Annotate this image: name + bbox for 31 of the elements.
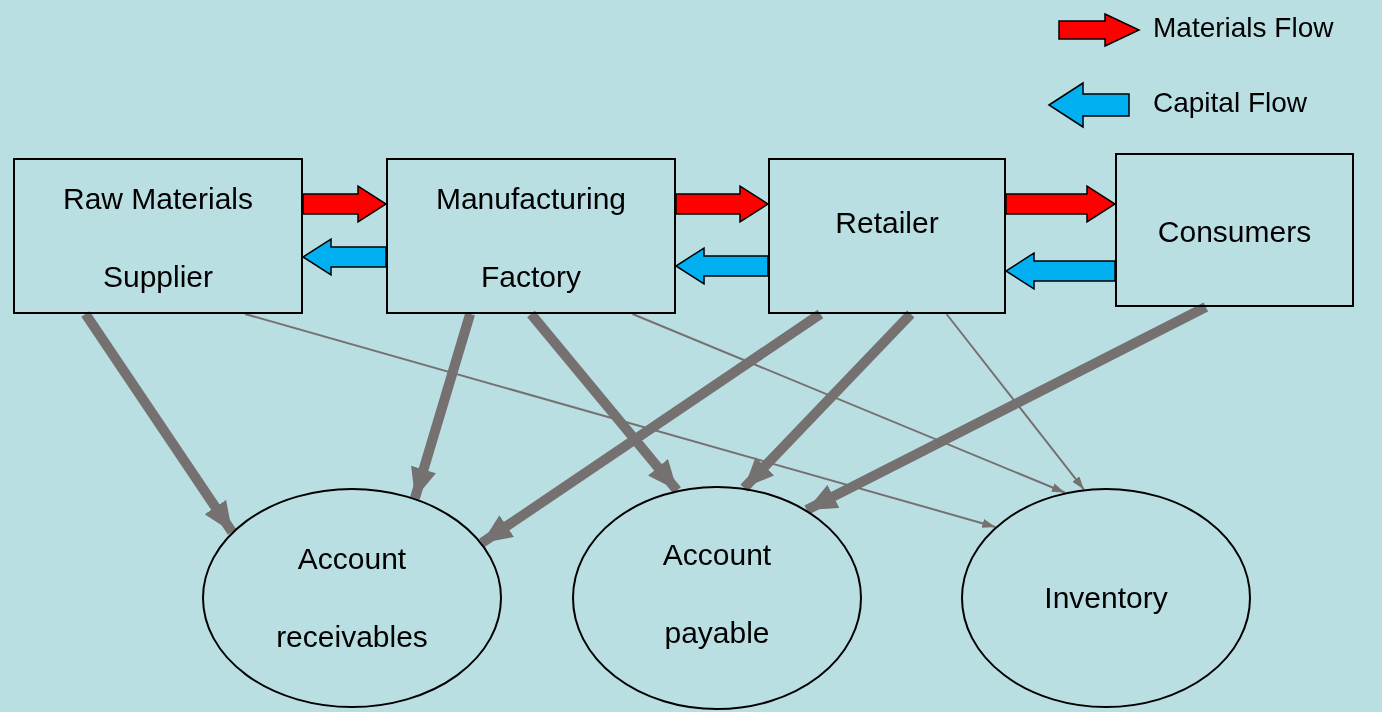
block-arrow (1005, 184, 1117, 224)
arrow (631, 313, 1066, 494)
arrow (945, 313, 1085, 491)
process-box (386, 158, 676, 314)
node-label: Inventory (1043, 580, 1169, 616)
arrow (740, 310, 915, 492)
arrow (410, 312, 475, 500)
block-arrow (675, 184, 770, 224)
node-label: Consumers (1156, 214, 1313, 250)
arrow (804, 302, 1209, 515)
block-arrow (674, 246, 769, 286)
block-arrow (302, 184, 388, 224)
arrow (244, 313, 997, 528)
ellipse-node (961, 488, 1251, 708)
ellipse-node (572, 486, 862, 710)
node-label: Account payable (661, 537, 773, 651)
block-arrow (1004, 251, 1116, 291)
process-box (1115, 153, 1354, 307)
legend-label: Materials Flow (1153, 12, 1334, 44)
node-label: Manufacturing Factory (434, 181, 628, 295)
node-label: Account receivables (275, 541, 429, 655)
arrow (527, 310, 681, 494)
node-label: Raw Materials Supplier (61, 181, 255, 295)
arrow (81, 311, 237, 535)
node-label: Retailer (834, 205, 940, 241)
legend-label: Capital Flow (1153, 87, 1308, 119)
process-box (768, 158, 1006, 314)
arrow (479, 309, 824, 548)
process-box (13, 158, 303, 314)
block-arrow (301, 237, 387, 277)
ellipse-node (202, 488, 502, 708)
